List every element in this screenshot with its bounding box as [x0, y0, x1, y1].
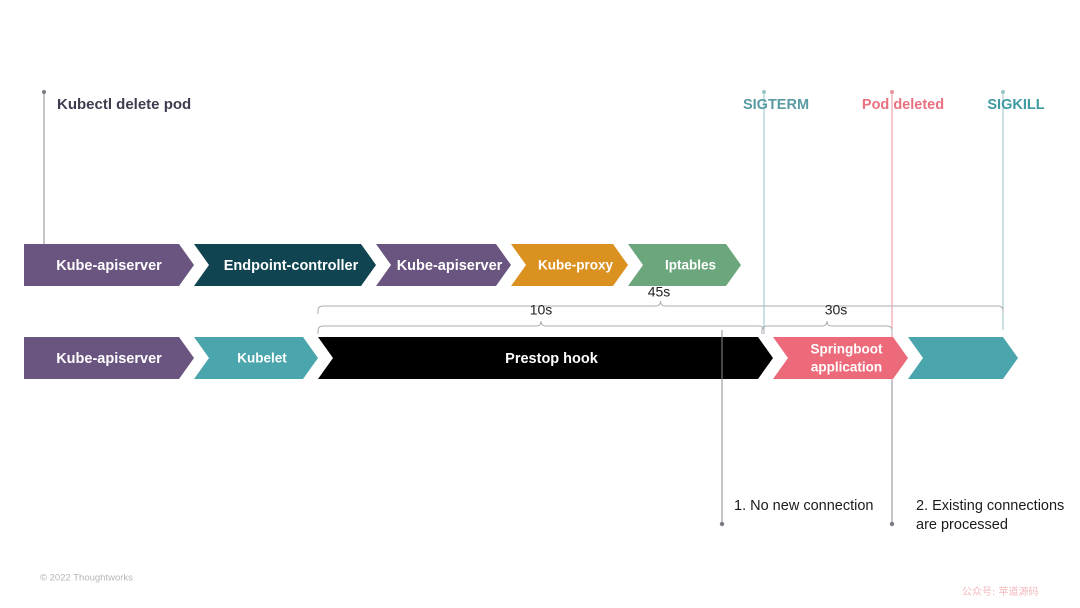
- note-2-text-line-1: 2. Existing connections: [916, 498, 1064, 514]
- seg-iptables[interactable]: [628, 244, 741, 286]
- duration-brackets: 45s 10s 30s: [317, 284, 1004, 334]
- seg-kube-apiserver-1-label: Kube-apiserver: [56, 258, 162, 274]
- seg-trailing-teal[interactable]: [908, 337, 1018, 379]
- kubectl-delete-pod-label: Kubectl delete pod: [57, 96, 191, 113]
- seg-prestop-hook-label: Prestop hook: [505, 351, 599, 367]
- duration-10s-label: 10s: [530, 302, 553, 318]
- bottom-notes: 1. No new connection 2. Existing connecti…: [719, 330, 1064, 533]
- marker-dot-pod-deleted: [890, 90, 894, 94]
- seg-kubelet[interactable]: [194, 337, 318, 379]
- callout-dot: [42, 90, 46, 94]
- seg-kube-apiserver-3-label: Kube-apiserver: [56, 351, 162, 367]
- seg-springboot-label-line-1: Springboot: [811, 342, 883, 357]
- seg-kube-proxy[interactable]: [511, 244, 628, 286]
- seg-springboot[interactable]: [773, 337, 908, 379]
- marker-label-pod-deleted[interactable]: Pod deleted: [862, 97, 944, 113]
- duration-10s-bracket: [317, 320, 765, 334]
- copyright-footer: © 2022 Thoughtworks: [40, 573, 133, 584]
- marker-label-sigkill[interactable]: SIGKILL: [987, 97, 1044, 113]
- seg-kube-apiserver-2-label: Kube-apiserver: [397, 258, 503, 274]
- note-2-dot: [889, 521, 895, 527]
- seg-endpoint-controller[interactable]: [194, 244, 376, 286]
- duration-45s-label: 45s: [648, 284, 671, 300]
- duration-30s-bracket: [761, 320, 893, 334]
- row-control-plane: Kube-apiserver Endpoint-controller Kube-ap…: [24, 244, 741, 286]
- duration-30s-label: 30s: [825, 302, 848, 318]
- duration-45s-bracket: [317, 300, 1004, 314]
- note-2-text-line-2: are processed: [916, 517, 1008, 533]
- seg-kubelet-label: Kubelet: [237, 351, 287, 366]
- note-1-text-line-1: 1. No new connection: [734, 498, 873, 514]
- seg-kube-apiserver-3[interactable]: [24, 337, 194, 379]
- note-1-dot: [719, 521, 725, 527]
- seg-kube-proxy-label: Kube-proxy: [538, 258, 614, 273]
- kubectl-delete-pod-callout: Kubectl delete pod: [42, 90, 191, 244]
- watermark: 公众号: 苹道源码: [962, 585, 1039, 598]
- seg-kube-apiserver-1[interactable]: [24, 244, 194, 286]
- row-node: Kube-apiserver Kubelet Prestop hook Springb…: [24, 337, 1018, 379]
- marker-dot-sigterm: [762, 90, 766, 94]
- seg-endpoint-controller-label: Endpoint-controller: [224, 258, 359, 274]
- marker-group: SIGTERM Pod deleted SIGKILL: [743, 90, 1045, 524]
- seg-kube-apiserver-2[interactable]: [376, 244, 511, 286]
- seg-iptables-label: Iptables: [665, 258, 716, 273]
- marker-dot-sigkill: [1001, 90, 1005, 94]
- seg-prestop-hook[interactable]: [318, 337, 773, 379]
- seg-springboot-label-line-2: application: [811, 360, 882, 375]
- marker-label-sigterm[interactable]: SIGTERM: [743, 97, 809, 113]
